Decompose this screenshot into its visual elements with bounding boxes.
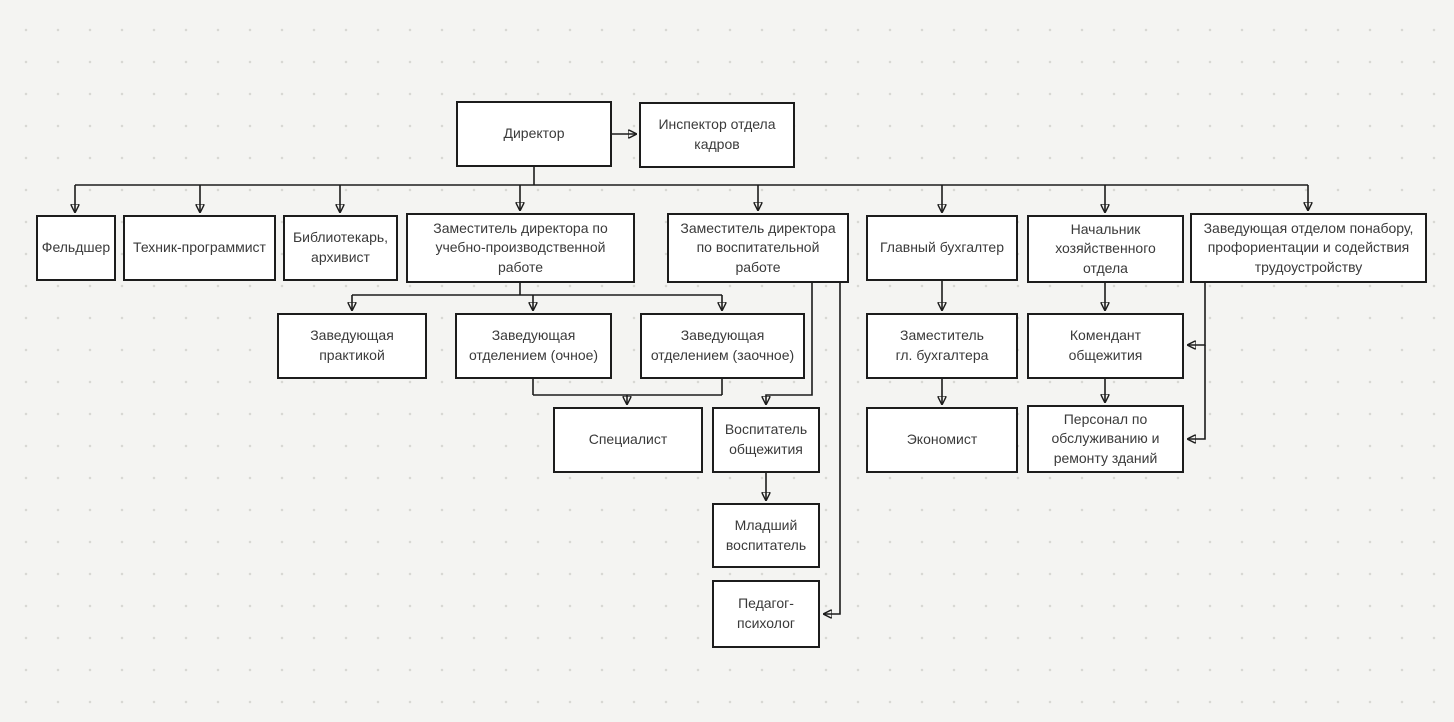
node-dorm-commandant[interactable]: Комендант общежития <box>1027 313 1184 379</box>
node-head-practice[interactable]: Заведующая практикой <box>277 313 427 379</box>
node-feldsher[interactable]: Фельдшер <box>36 215 116 281</box>
node-director[interactable]: Директор <box>456 101 612 167</box>
node-deputy-vospit[interactable]: Заместитель директора по воспитательной … <box>667 213 849 283</box>
node-head-dept-fulltime[interactable]: Заведующая отделением (очное) <box>455 313 612 379</box>
node-economist[interactable]: Экономист <box>866 407 1018 473</box>
node-deputy-chief-accountant[interactable]: Заместитель гл. бухгалтера <box>866 313 1018 379</box>
connector-vospit-to-psychologist <box>824 283 841 614</box>
node-specialist[interactable]: Специалист <box>553 407 703 473</box>
node-librarian[interactable]: Библиотекарь, архивист <box>283 215 398 281</box>
node-head-recruitment[interactable]: Заведующая отделом понабору, профориента… <box>1190 213 1427 283</box>
node-pedagogue-psychologist[interactable]: Педагог- психолог <box>712 580 820 648</box>
node-junior-educator[interactable]: Младший воспитатель <box>712 503 820 568</box>
node-dorm-educator[interactable]: Воспитатель общежития <box>712 407 820 473</box>
node-head-household[interactable]: Начальник хозяйственного отдела <box>1027 215 1184 283</box>
node-chief-accountant[interactable]: Главный бухгалтер <box>866 215 1018 281</box>
node-head-dept-parttime[interactable]: Заведующая отделением (заочное) <box>640 313 805 379</box>
connector-recruitment-to-maintenance <box>1188 345 1206 439</box>
node-tech-programmer[interactable]: Техник-программист <box>123 215 276 281</box>
connector-recruitment-to-commandant <box>1188 283 1206 345</box>
node-deputy-edu-prod[interactable]: Заместитель директора по учебно-производ… <box>406 213 635 283</box>
node-hr-inspector[interactable]: Инспектор отдела кадров <box>639 102 795 168</box>
node-maintenance-staff[interactable]: Персонал по обслуживанию и ремонту здани… <box>1027 405 1184 473</box>
